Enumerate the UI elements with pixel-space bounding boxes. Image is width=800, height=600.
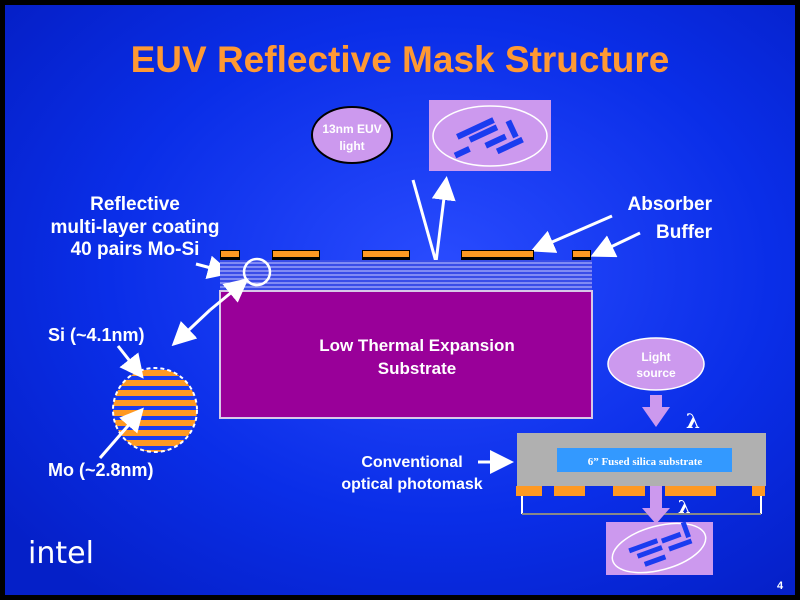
light-down-arrow (642, 395, 670, 427)
buffer-arrow (590, 231, 641, 258)
magnify-circle (242, 257, 272, 287)
light-source-label-1: Light (641, 350, 670, 364)
absorber-arrow (530, 214, 613, 253)
light-source-bubble (607, 337, 705, 391)
reflected-arrow (431, 176, 456, 263)
photomask-absorber-bars (516, 486, 765, 496)
euv-light-label-1: 13nm EUV (322, 122, 381, 136)
incident-arrow (411, 179, 438, 263)
mo-label: Mo (~2.8nm) (48, 460, 154, 480)
magnify-arrow-up (209, 278, 249, 312)
absorber-bars (220, 250, 591, 260)
mo-arrow (98, 407, 144, 459)
reflective-label-3: 40 pairs Mo-Si (71, 239, 200, 260)
si-label: Si (~4.1nm) (48, 325, 145, 345)
reflective-label-2: multi-layer coating (51, 217, 220, 238)
conventional-label-2: optical photomask (341, 476, 482, 493)
intel-logo: intel (28, 536, 94, 571)
fused-silica-box (557, 448, 732, 472)
substrate-label-2: Substrate (378, 359, 456, 378)
lambda-top: λ (686, 409, 700, 433)
light-through-arrow (642, 486, 670, 524)
page-number: 4 (777, 580, 784, 592)
multilayer-coating (220, 260, 592, 290)
light-source-label-2: source (636, 366, 676, 380)
lambda-bottom: λ (678, 497, 691, 518)
buffer-label: Buffer (656, 222, 713, 243)
absorber-label: Absorber (628, 194, 713, 215)
substrate-block (219, 290, 593, 419)
reflective-label-1: Reflective (90, 194, 180, 215)
reflected-pattern-image (429, 100, 551, 171)
magnify-arrow-down (171, 308, 212, 347)
si-arrow (116, 345, 144, 379)
pellicle-frame (521, 496, 762, 515)
substrate-label-1: Low Thermal Expansion (319, 336, 515, 355)
fused-silica-label: 6” Fused silica substrate (588, 456, 703, 468)
conventional-label-1: Conventional (361, 454, 462, 471)
euv-light-bubble (311, 106, 393, 164)
slide-title: EUV Reflective Mask Structure (131, 39, 670, 80)
projected-pattern-image (606, 521, 713, 575)
euv-light-label-2: light (339, 139, 364, 153)
